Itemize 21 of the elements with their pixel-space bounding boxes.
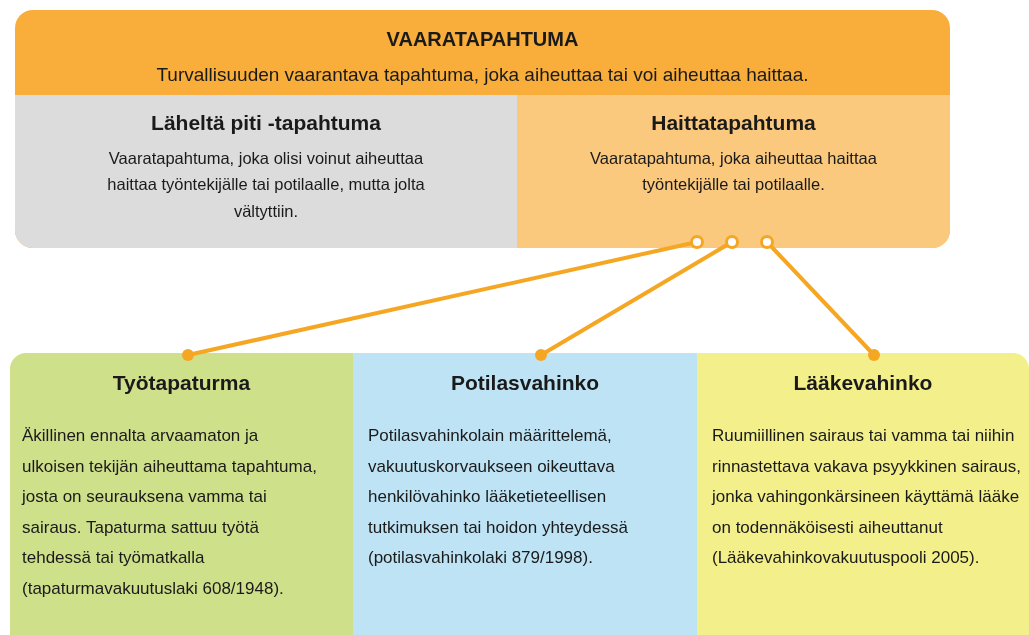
- definition-box: [353, 353, 697, 635]
- box-heading: Lääkevahinko: [792, 371, 934, 395]
- box-heading: VAARATAPAHTUMA: [385, 28, 580, 51]
- box-heading: Työtapaturma: [111, 371, 252, 395]
- definition-box: [10, 353, 353, 635]
- box-heading: Läheltä piti -tapahtuma: [150, 111, 382, 135]
- box-heading: Potilasvahinko: [449, 371, 601, 395]
- category-box: [517, 95, 950, 248]
- category-box: [15, 95, 517, 248]
- box-description: Turvallisuuden vaarantava tapahtuma, joka aiheuttaa tai voi aiheuttaa haittaa.: [155, 63, 810, 87]
- box-description: Potilasvahinkolain määrittelemä, vakuutuskorvaukseen oikeuttava henkilövahinko lääketieteellisen tutkimuksen tai hoidon yhteydessä (potilasvahinkolaki 879/1998).: [368, 425, 629, 570]
- connector-line: [535, 235, 739, 361]
- connector-line: [182, 235, 704, 361]
- category-box: [15, 10, 950, 248]
- box-description: Ruumiillinen sairaus tai vamma tai niihin rinnastettava vakava psyykkinen sairaus, jonka vahingonkärsineen käyttämä lääke on todennäköisesti aiheuttanut (Lääkevahinkovakuutuspooli 2005).: [712, 425, 1022, 570]
- connector-line: [760, 235, 880, 361]
- box-description: Vaaratapahtuma, joka aiheuttaa haittaa työntekijälle tai potilaalle.: [589, 148, 878, 196]
- definition-box: [697, 353, 1029, 635]
- box-description: Vaaratapahtuma, joka olisi voinut aiheuttaa haittaa työntekijälle tai potilaalle, mutta jolta vältyttiin.: [106, 148, 426, 222]
- box-heading: Haittatapahtuma: [650, 111, 817, 135]
- box-description: Äkillinen ennalta arvaamaton ja ulkoisen tekijän aiheuttama tapahtuma, josta on seurauksena vamma tai sairaus. Tapaturma sattuu työtä tehdessä tai työmatkalla (tapaturmavakuutuslaki 608/1948).: [22, 425, 318, 600]
